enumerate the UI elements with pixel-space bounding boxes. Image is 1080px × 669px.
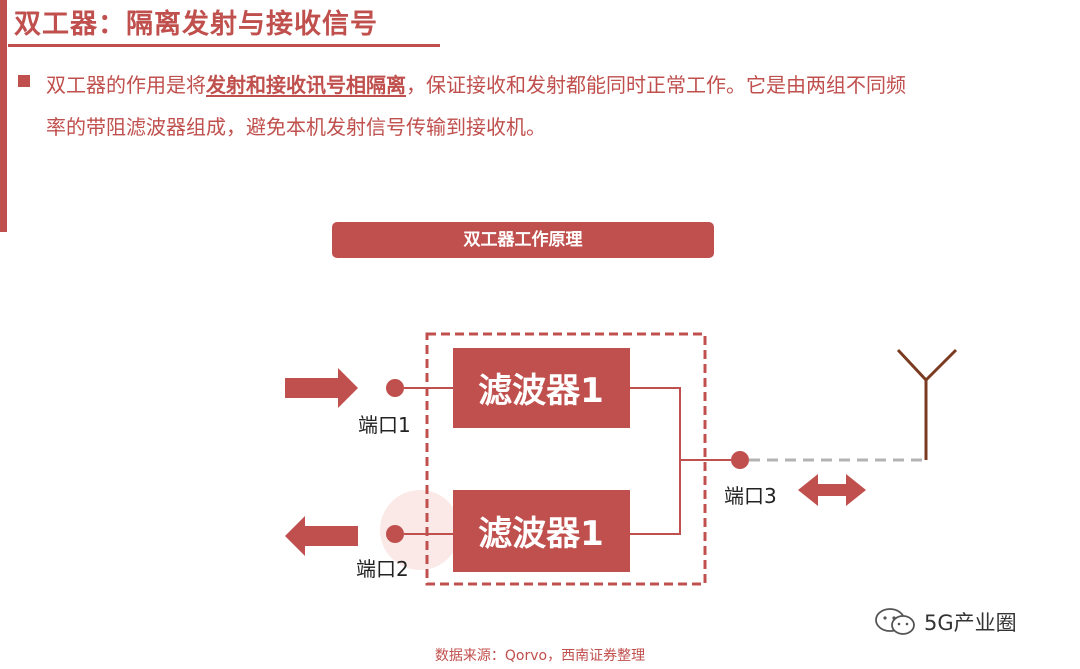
bullet-text-after: ，保证接收和发射都能同时正常工作。它是由两组不同频 bbox=[406, 73, 906, 97]
bullet-emphasis: 发射和接收讯号相隔离 bbox=[206, 73, 406, 97]
bullet-text-before: 双工器的作用是将 bbox=[46, 73, 206, 97]
source-note: 数据来源：Qorvo，西南证券整理 bbox=[434, 648, 646, 664]
bidirectional-arrow-icon bbox=[798, 474, 866, 506]
left-accent-bar bbox=[0, 0, 7, 232]
watermark-seal-icon bbox=[380, 490, 460, 570]
filter-bottom-box bbox=[453, 490, 630, 572]
duplexer-enclosure bbox=[425, 332, 707, 586]
output-arrow-icon bbox=[285, 516, 358, 556]
port2-label: 端口2 bbox=[356, 557, 409, 581]
port3-node bbox=[731, 451, 749, 469]
bullet-text-line2: 率的带阻滤波器组成，避免本机发射信号传输到接收机。 bbox=[46, 115, 546, 139]
filter-bottom-label: 滤波器1 bbox=[478, 514, 604, 554]
bullet-square-icon bbox=[18, 75, 30, 87]
diagram-title: 双工器工作原理 bbox=[332, 222, 714, 258]
watermark-text: 5G产业圈 bbox=[924, 611, 1017, 635]
filter-top-label: 滤波器1 bbox=[478, 371, 604, 411]
title-underline bbox=[8, 44, 440, 47]
port1-label: 端口1 bbox=[358, 413, 411, 437]
antenna-icon bbox=[896, 348, 958, 460]
watermark: 5G产业圈 bbox=[874, 605, 1017, 639]
combiner-wire bbox=[630, 387, 681, 535]
port2-node bbox=[386, 525, 404, 543]
filter-top-box bbox=[453, 348, 630, 428]
port1-node bbox=[386, 379, 404, 397]
page-title: 双工器：隔离发射与接收信号 bbox=[14, 9, 378, 40]
input-arrow-icon bbox=[285, 368, 358, 408]
port3-label: 端口3 bbox=[724, 484, 777, 508]
bullet-paragraph: 双工器的作用是将发射和接收讯号相隔离，保证接收和发射都能同时正常工作。它是由两组… bbox=[46, 64, 1076, 148]
wechat-icon bbox=[875, 608, 915, 635]
